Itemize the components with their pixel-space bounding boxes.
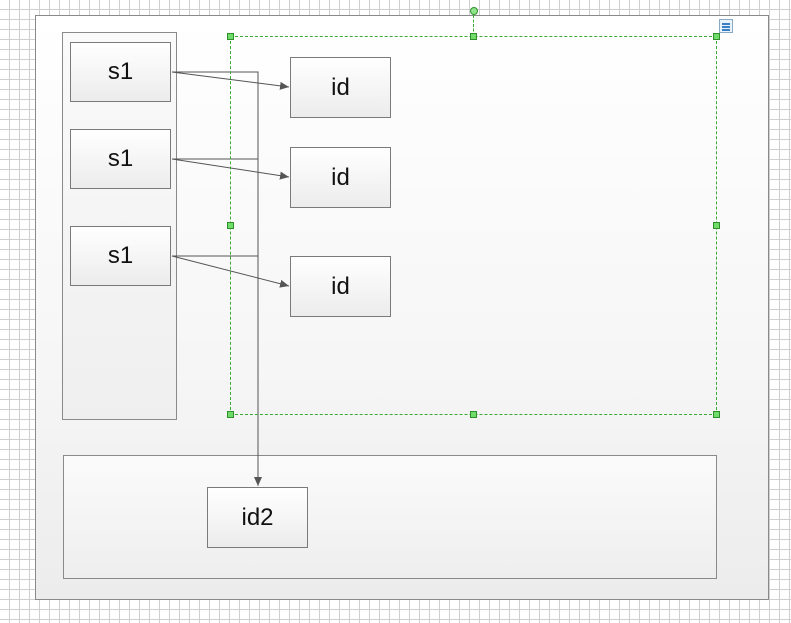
resize-handle-bottom[interactable] [470,411,477,418]
resize-handle-bottom-right[interactable] [713,411,720,418]
target-node-2[interactable]: id [290,147,391,208]
target-node-3[interactable]: id [290,256,391,317]
target-node-1[interactable]: id [290,57,391,118]
container-menu-icon[interactable] [719,19,733,33]
rotation-handle[interactable] [470,7,478,15]
bottom-target-node[interactable]: id2 [207,487,308,548]
resize-handle-right[interactable] [713,222,720,229]
resize-handle-left[interactable] [227,222,234,229]
selection-box[interactable] [230,36,717,415]
source-node-2[interactable]: s1 [70,129,171,189]
bottom-container[interactable] [63,455,717,579]
rotation-handle-line [473,15,474,36]
source-node-3[interactable]: s1 [70,226,171,286]
edge-to-id2[interactable] [172,71,262,486]
resize-handle-top[interactable] [470,33,477,40]
resize-handle-top-right[interactable] [713,33,720,40]
resize-handle-top-left[interactable] [227,33,234,40]
source-node-1[interactable]: s1 [70,42,171,102]
resize-handle-bottom-left[interactable] [227,411,234,418]
